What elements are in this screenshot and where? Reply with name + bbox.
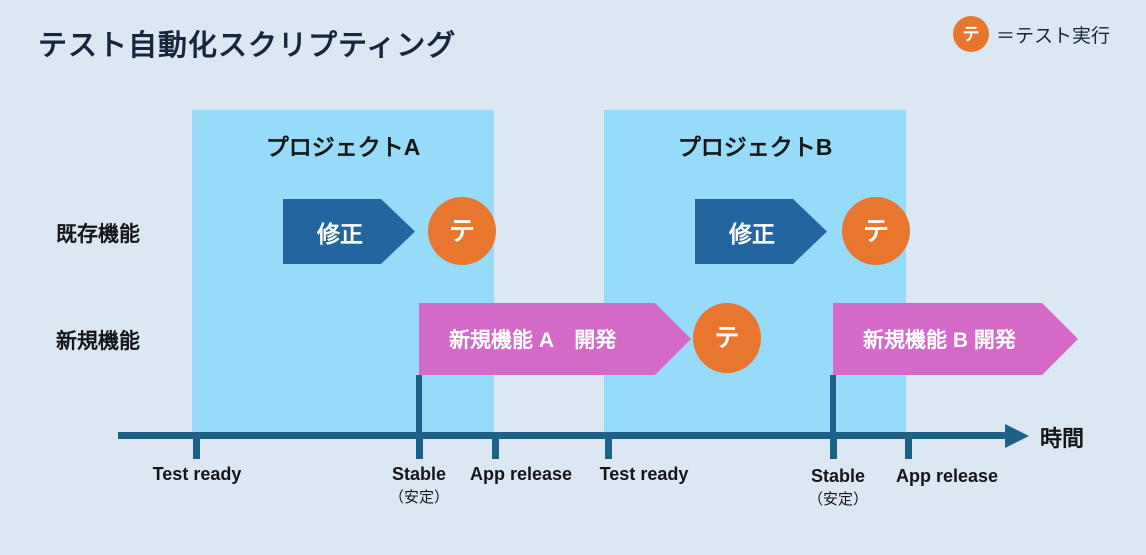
tick-label-3-main: App release: [469, 464, 573, 484]
tick-label-2-sub: （安定）: [388, 489, 450, 506]
timeline-axis: [118, 432, 1018, 439]
row-label-existing-features: 既存機能: [56, 223, 140, 246]
tick-mark-4: [605, 432, 612, 459]
tick-label-5-main: Stable: [810, 466, 866, 486]
tick-mark-6: [905, 432, 912, 459]
tick-label-1-main: Test ready: [152, 464, 242, 484]
timeline-arrowhead-icon: [1005, 424, 1029, 448]
page-title: テスト自動化スクリプティング: [38, 30, 457, 62]
develop-arrow-b[interactable]: 新規機能 B 開発: [833, 303, 1078, 375]
project-band-a-label: プロジェクトA: [265, 134, 421, 160]
tick-label-6-main: App release: [895, 466, 999, 486]
legend-label: ＝テスト実行: [995, 25, 1110, 47]
tick-label-3: App release: [470, 464, 572, 485]
test-circle-a2[interactable]: テ: [693, 303, 761, 373]
tick-label-2-main: Stable: [391, 464, 447, 484]
tick-label-5: Stable （安定）: [808, 466, 868, 509]
timeline-axis-label: 時間: [1040, 426, 1085, 451]
legend-test-icon: テ: [952, 16, 989, 52]
tick-mark-2: [416, 432, 423, 459]
tick-label-5-sub: （安定）: [807, 491, 869, 508]
dashed-connector-a: [416, 375, 422, 433]
test-circle-b1[interactable]: テ: [842, 197, 910, 265]
dashed-connector-b: [830, 375, 836, 433]
tick-label-6: App release: [896, 466, 998, 487]
project-band-b: プロジェクトB: [604, 110, 906, 437]
legend: テ ＝テスト実行: [952, 16, 1110, 52]
project-band-a: プロジェクトA: [192, 110, 494, 437]
develop-arrow-a[interactable]: 新規機能 A 開発: [419, 303, 691, 375]
tick-label-4-main: Test ready: [599, 464, 689, 484]
row-label-new-features: 新規機能: [56, 330, 140, 353]
tick-mark-1: [193, 432, 200, 459]
tick-mark-3: [492, 432, 499, 459]
test-circle-a1[interactable]: テ: [428, 197, 496, 265]
tick-label-2: Stable （安定）: [389, 464, 449, 507]
tick-label-1: Test ready: [153, 464, 242, 485]
tick-label-4: Test ready: [600, 464, 689, 485]
tick-mark-5: [830, 432, 837, 459]
project-band-b-label: プロジェクトB: [677, 134, 833, 160]
